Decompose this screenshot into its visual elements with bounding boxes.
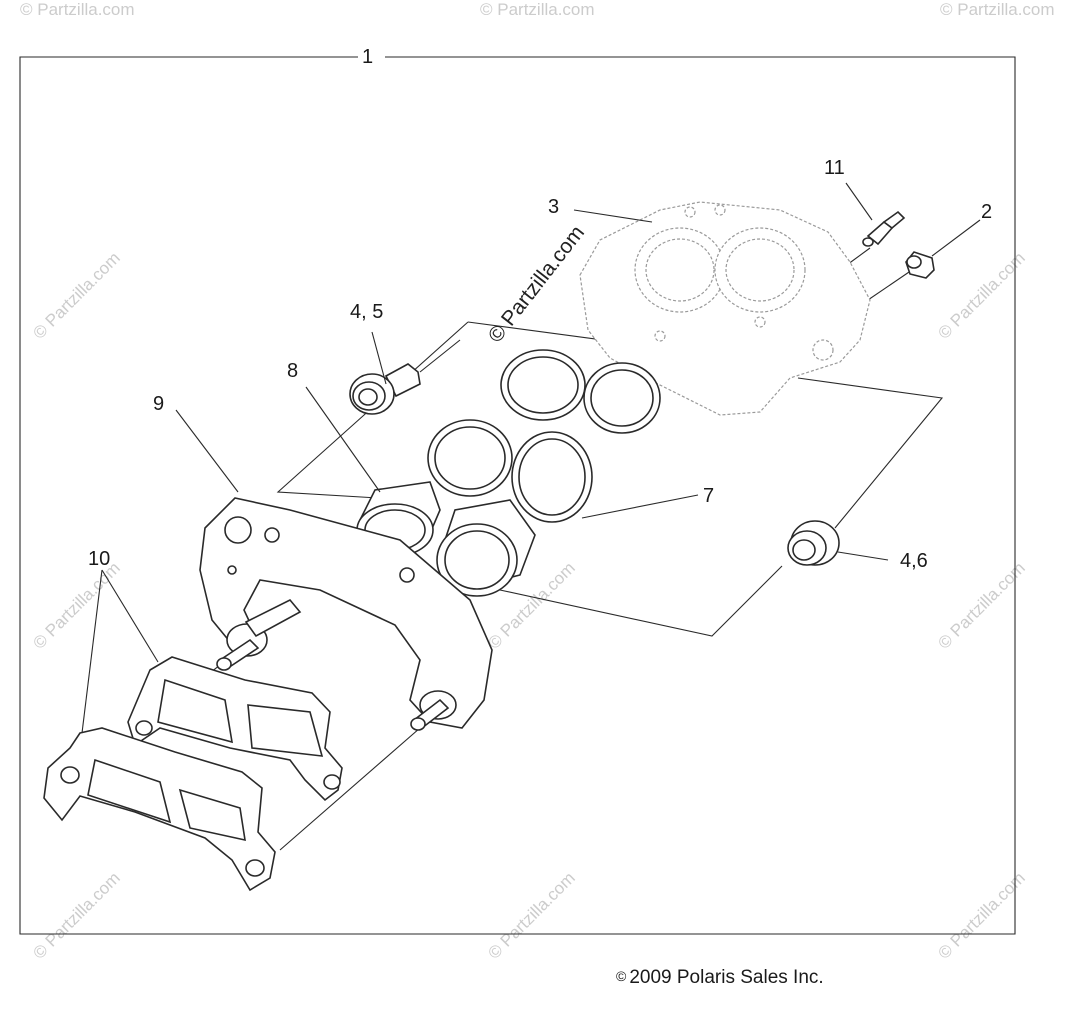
pin-boot-lower xyxy=(787,520,840,566)
pistons xyxy=(356,481,536,597)
caliper-housing xyxy=(579,201,871,416)
callout-2: 2 xyxy=(981,201,992,223)
callout-4-5: 4, 5 xyxy=(350,301,383,323)
copyright-symbol: © xyxy=(616,968,627,984)
copyright-text: 2009 Polaris Sales Inc. xyxy=(629,967,824,988)
callout-11: 11 xyxy=(824,157,845,179)
callouts: 1 2 3 4, 5 4,6 7 8 9 10 11 xyxy=(88,46,992,572)
assembly-frame xyxy=(19,56,1016,935)
callout-10: 10 xyxy=(88,548,110,570)
piston-seals xyxy=(427,349,661,523)
callout-7: 7 xyxy=(703,485,714,507)
bleeder-valve xyxy=(862,210,906,247)
callout-3: 3 xyxy=(548,196,559,218)
watermark-faint: © Partzilla.com xyxy=(29,558,123,652)
watermark-main: © Partzilla.com xyxy=(484,221,589,347)
watermark-faint: © Partzilla.com xyxy=(480,0,595,19)
watermark-faint: © Partzilla.com xyxy=(484,868,578,962)
watermark-faint: © Partzilla.com xyxy=(29,868,123,962)
copyright-notice: ©2009 Polaris Sales Inc. xyxy=(616,967,824,989)
callout-4-6: 4,6 xyxy=(900,550,928,572)
watermark-faint: © Partzilla.com xyxy=(940,0,1055,19)
callout-1: 1 xyxy=(362,46,373,68)
callout-8: 8 xyxy=(287,360,298,382)
watermark-faint: © Partzilla.com xyxy=(20,0,135,19)
bleeder-cap xyxy=(905,251,935,279)
watermark-faint: © Partzilla.com xyxy=(29,248,123,342)
brake-pads xyxy=(43,656,343,892)
caliper-bracket xyxy=(199,497,493,731)
callout-9: 9 xyxy=(153,393,164,415)
pin-boot-upper xyxy=(349,363,421,415)
callout-leaders xyxy=(81,182,981,734)
